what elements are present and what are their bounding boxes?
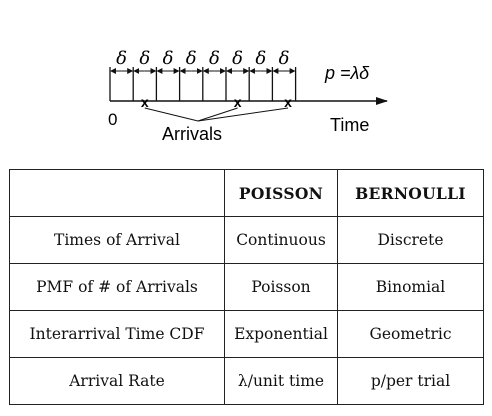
slot-delta-label: δ xyxy=(139,48,150,69)
header-cell-corner xyxy=(9,169,225,217)
slot-delta-label: δ xyxy=(116,48,127,69)
poisson-bernoulli-comparison-table: POISSON BERNOULLI Times of Arrival Conti… xyxy=(9,169,484,405)
slot-delta-label: δ xyxy=(163,48,174,69)
table-header-row: POISSON BERNOULLI xyxy=(9,169,484,217)
row-label: PMF of # of Arrivals xyxy=(9,263,225,311)
poisson-cell: λ/unit time xyxy=(224,357,338,405)
row-label: Arrival Rate xyxy=(9,357,225,405)
time-axis-label: Time xyxy=(330,115,369,135)
arrival-x-marker: x xyxy=(284,94,292,110)
table-row: Times of Arrival Continuous Discrete xyxy=(9,216,484,264)
slot-divider-ticks xyxy=(109,67,297,101)
bernoulli-cell: Geometric xyxy=(337,310,484,358)
poisson-cell: Exponential xyxy=(224,310,338,358)
arrivals-label: Arrivals xyxy=(162,124,222,144)
slot-delta-label: δ xyxy=(209,48,220,69)
arrival-pointer-line xyxy=(197,107,289,122)
row-label: Interarrival Time CDF xyxy=(9,310,225,358)
poisson-cell: Poisson xyxy=(224,263,338,311)
bernoulli-cell: p/per trial xyxy=(337,357,484,405)
arrival-x-marker: x xyxy=(141,94,149,110)
header-cell-poisson: POISSON xyxy=(224,169,338,217)
slot-delta-label: δ xyxy=(279,48,290,69)
bernoulli-cell: Discrete xyxy=(337,216,484,264)
arrival-x-marker: x xyxy=(234,94,242,110)
table-row: Interarrival Time CDF Exponential Geomet… xyxy=(9,310,484,358)
poisson-cell: Continuous xyxy=(224,216,338,264)
table-row: Arrival Rate λ/unit time p/per trial xyxy=(9,357,484,405)
origin-label: 0 xyxy=(108,110,117,129)
arrival-pointer-line xyxy=(144,107,199,122)
table-row: PMF of # of Arrivals Poisson Binomial xyxy=(9,263,484,311)
slot-delta-label: δ xyxy=(255,48,266,69)
bernoulli-cell: Binomial xyxy=(337,263,484,311)
header-cell-bernoulli: BERNOULLI xyxy=(337,169,484,217)
slot-delta-label: δ xyxy=(232,48,243,69)
row-label: Times of Arrival xyxy=(9,216,225,264)
arrival-pointer-line xyxy=(197,107,238,122)
success-probability-label: p =λδ xyxy=(324,63,370,83)
slot-delta-label: δ xyxy=(186,48,197,69)
